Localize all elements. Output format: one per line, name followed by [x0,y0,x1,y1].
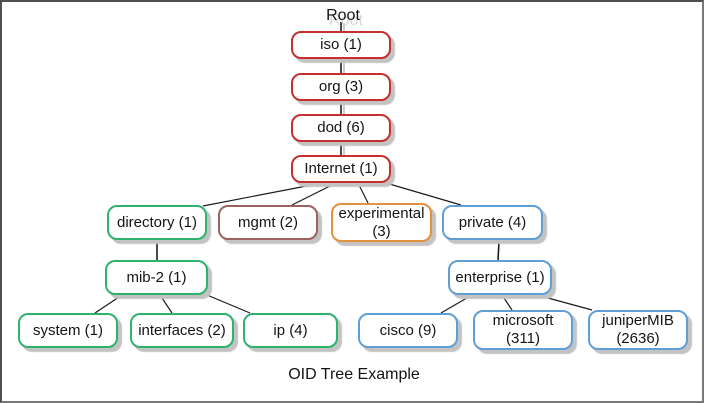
edge-mib-2-ip [206,294,251,314]
node-experimental: experimental (3) [331,203,432,242]
node-private: private (4) [442,205,543,240]
node-enterprise: enterprise (1) [448,260,552,295]
node-org: org (3) [291,73,391,101]
diagram-caption: OID Tree Example [288,366,420,383]
edge-internet-experimental [357,182,369,204]
edge-mib-2-system [94,294,123,314]
node-dod: dod (6) [291,114,391,142]
edge-private-enterprise [497,240,500,261]
node-cisco: cisco (9) [358,313,458,348]
edge-mib-2-interfaces [159,294,173,314]
node-mib-2: mib-2 (1) [105,260,208,295]
node-iso: iso (1) [291,31,391,59]
node-juniperMIB: juniperMIB (2636) [588,310,688,350]
node-microsoft: microsoft (311) [473,310,573,350]
node-internet: Internet (1) [291,155,391,183]
root-node-label: Root [326,7,360,24]
edge-enterprise-cisco [440,294,473,314]
edge-enterprise-juniperMIB [536,294,593,311]
edge-internet-private [385,182,462,206]
node-directory: directory (1) [107,205,207,240]
edge-internet-mgmt [291,182,337,206]
node-mgmt: mgmt (2) [218,205,318,240]
edge-enterprise-microsoft [501,294,513,311]
edge-internet-directory [202,182,323,207]
node-interfaces: interfaces (2) [130,313,234,348]
node-system: system (1) [18,313,118,348]
node-ip: ip (4) [243,313,338,348]
